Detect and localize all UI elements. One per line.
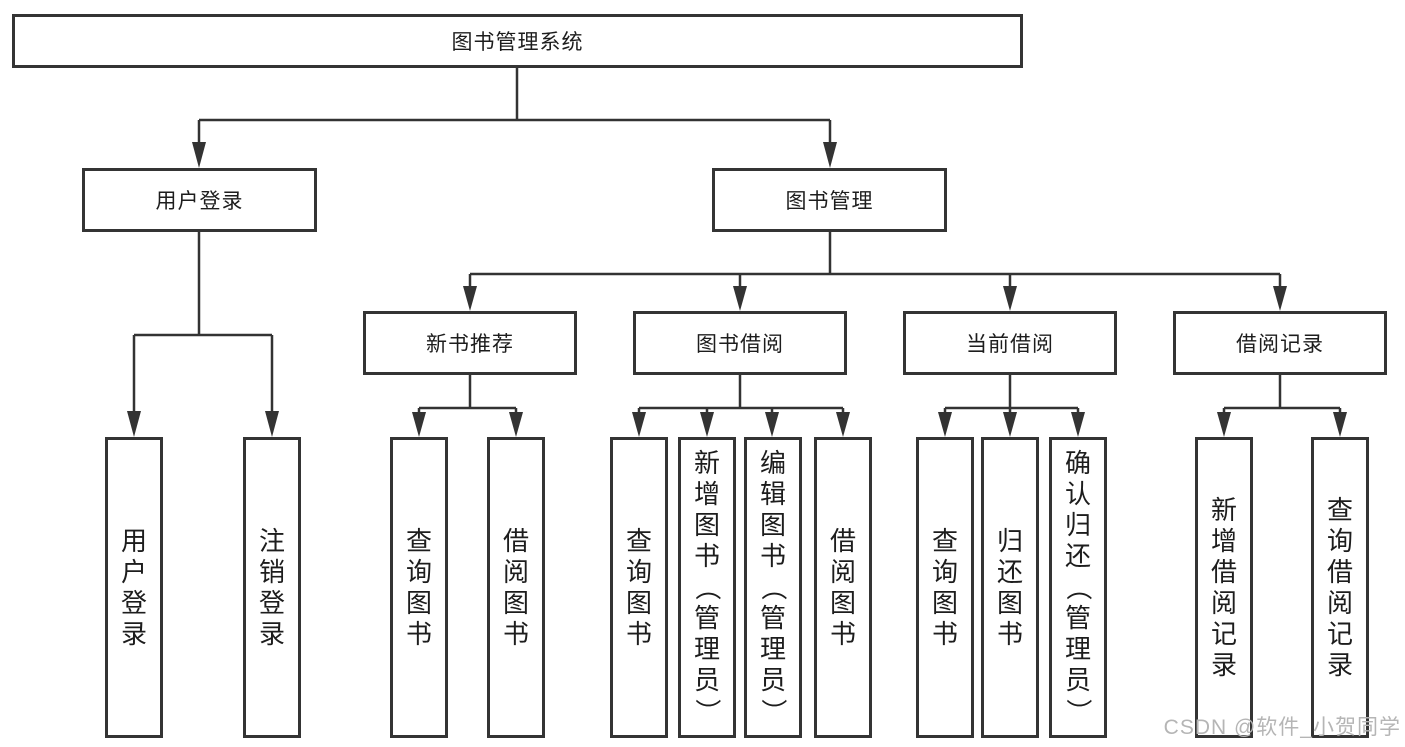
node-label: 新增借阅记录: [1210, 494, 1237, 680]
node-book-management: 图书管理: [712, 168, 947, 232]
node-borrow-records: 借阅记录: [1173, 311, 1387, 375]
node-library-system: 图书管理系统: [12, 14, 1023, 68]
node-label: 查询借阅记录: [1326, 494, 1353, 680]
node-label: 借阅图书: [502, 525, 529, 649]
node-label: 归还图书: [996, 525, 1023, 649]
node-label: 图书管理系统: [451, 31, 584, 54]
leaf-add-book-admin: 新增图书（管理员）: [678, 437, 736, 738]
leaf-user-login: 用户登录: [105, 437, 163, 738]
leaf-query-books-recommend: 查询图书: [390, 437, 448, 738]
node-new-book-recommend: 新书推荐: [363, 311, 577, 375]
node-label: 新书推荐: [426, 333, 514, 356]
leaf-add-borrow-record: 新增借阅记录: [1195, 437, 1253, 738]
leaf-confirm-return-admin: 确认归还（管理员）: [1049, 437, 1107, 738]
node-label: 当前借阅: [966, 333, 1054, 356]
node-label: 借阅图书: [829, 525, 856, 649]
leaf-borrow-books: 借阅图书: [814, 437, 872, 738]
leaf-query-books-current: 查询图书: [916, 437, 974, 738]
node-current-borrowing: 当前借阅: [903, 311, 1117, 375]
node-label: 查询图书: [405, 525, 432, 649]
leaf-edit-book-admin: 编辑图书（管理员）: [744, 437, 802, 738]
node-label: 用户登录: [155, 190, 244, 213]
leaf-borrow-books-recommend: 借阅图书: [487, 437, 545, 738]
leaf-logout: 注销登录: [243, 437, 301, 738]
node-label: 查询图书: [931, 525, 958, 649]
node-label: 图书管理: [785, 190, 874, 213]
node-label: 确认归还（管理员）: [1063, 448, 1094, 725]
node-label: 注销登录: [258, 525, 285, 649]
node-user-login: 用户登录: [82, 168, 317, 232]
leaf-query-borrow-record: 查询借阅记录: [1311, 437, 1369, 738]
node-label: 编辑图书（管理员）: [758, 448, 789, 725]
node-book-borrowing: 图书借阅: [633, 311, 847, 375]
node-label: 图书借阅: [696, 333, 784, 356]
node-label: 查询图书: [625, 525, 652, 649]
leaf-return-book: 归还图书: [981, 437, 1039, 738]
leaf-query-books-borrow: 查询图书: [610, 437, 668, 738]
node-label: 借阅记录: [1236, 333, 1324, 356]
node-label: 用户登录: [120, 525, 147, 649]
node-label: 新增图书（管理员）: [692, 448, 723, 725]
